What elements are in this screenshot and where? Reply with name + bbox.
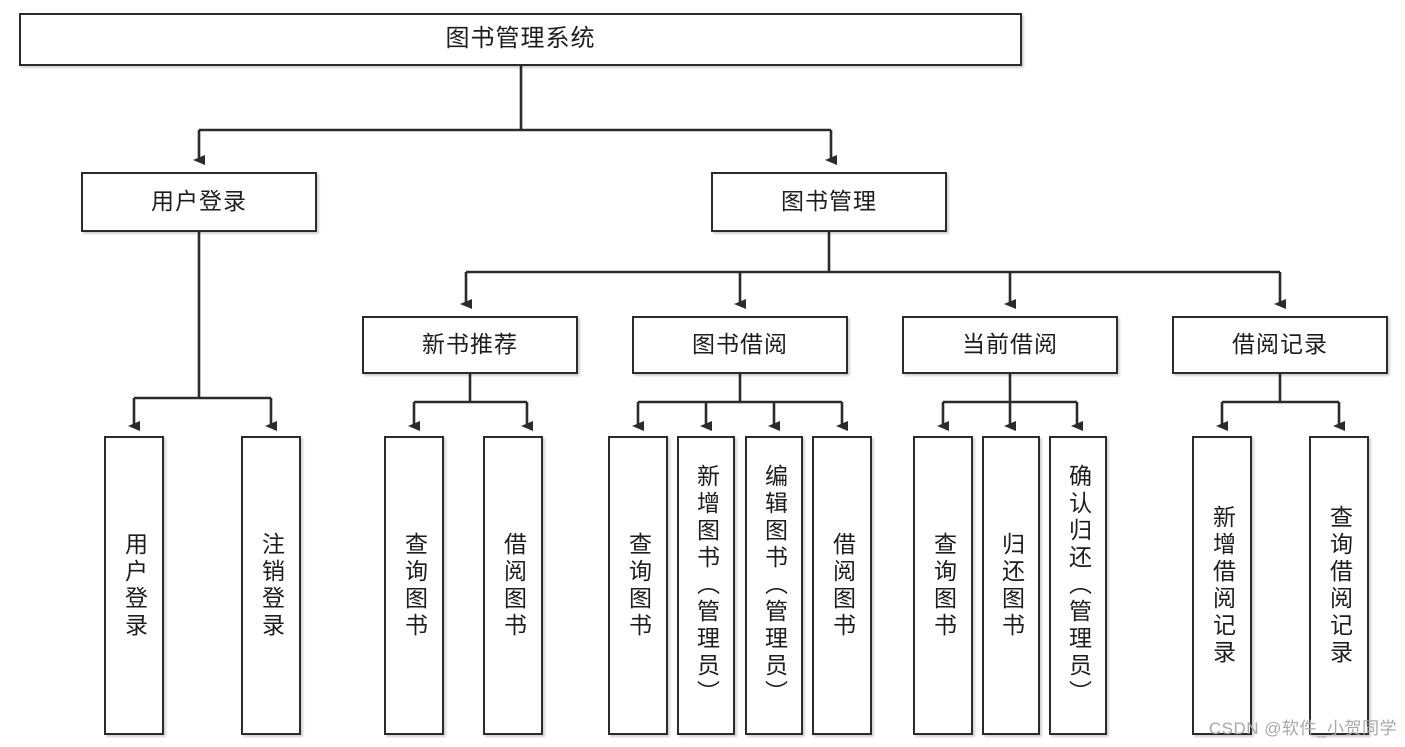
- node-leaf-borrow-book-1[interactable]: 借阅图书: [483, 436, 543, 735]
- node-leaf-confirm-return[interactable]: 确认归还（管理员）: [1049, 436, 1107, 735]
- node-leaf-query-book-1-label: 查询图书: [401, 531, 428, 640]
- node-root-label: 图书管理系统: [445, 25, 596, 53]
- node-book-manage-label: 图书管理: [781, 188, 877, 215]
- node-leaf-query-book-3-label: 查询图书: [930, 531, 957, 640]
- node-borrow-record[interactable]: 借阅记录: [1172, 316, 1388, 374]
- node-new-book-recommend-label: 新书推荐: [422, 331, 518, 358]
- node-new-book-recommend[interactable]: 新书推荐: [362, 316, 578, 374]
- node-root[interactable]: 图书管理系统: [19, 13, 1022, 66]
- node-leaf-logout-label: 注销登录: [258, 531, 285, 640]
- node-leaf-query-book-2-label: 查询图书: [625, 531, 652, 640]
- node-leaf-user-login-label: 用户登录: [121, 531, 148, 640]
- node-leaf-return-book[interactable]: 归还图书: [982, 436, 1040, 735]
- node-leaf-query-book-3[interactable]: 查询图书: [913, 436, 973, 735]
- node-leaf-return-book-label: 归还图书: [998, 531, 1025, 640]
- node-current-borrow-label: 当前借阅: [962, 331, 1058, 358]
- node-leaf-edit-book-label: 编辑图书（管理员）: [761, 464, 788, 707]
- node-leaf-query-record-label: 查询借阅记录: [1326, 504, 1353, 667]
- node-current-borrow[interactable]: 当前借阅: [902, 316, 1118, 374]
- csdn-watermark: CSDN @软件_小贺同学: [1208, 719, 1397, 738]
- node-leaf-add-record[interactable]: 新增借阅记录: [1192, 436, 1252, 735]
- node-book-borrow[interactable]: 图书借阅: [632, 316, 848, 374]
- node-leaf-edit-book[interactable]: 编辑图书（管理员）: [745, 436, 803, 735]
- node-leaf-add-book-label: 新增图书（管理员）: [693, 464, 720, 707]
- node-leaf-add-record-label: 新增借阅记录: [1209, 504, 1236, 667]
- node-borrow-record-label: 借阅记录: [1232, 331, 1328, 358]
- node-leaf-query-book-1[interactable]: 查询图书: [384, 436, 444, 735]
- node-leaf-borrow-book-2[interactable]: 借阅图书: [812, 436, 872, 735]
- node-leaf-query-record[interactable]: 查询借阅记录: [1309, 436, 1369, 735]
- node-book-manage[interactable]: 图书管理: [711, 172, 947, 232]
- node-user-login[interactable]: 用户登录: [81, 172, 317, 232]
- node-leaf-add-book[interactable]: 新增图书（管理员）: [677, 436, 735, 735]
- node-leaf-confirm-return-label: 确认归还（管理员）: [1065, 464, 1092, 707]
- node-leaf-borrow-book-2-label: 借阅图书: [829, 531, 856, 640]
- node-leaf-logout[interactable]: 注销登录: [241, 436, 301, 735]
- node-leaf-query-book-2[interactable]: 查询图书: [608, 436, 668, 735]
- node-user-login-label: 用户登录: [151, 188, 247, 215]
- node-book-borrow-label: 图书借阅: [692, 331, 788, 358]
- node-leaf-user-login[interactable]: 用户登录: [104, 436, 164, 735]
- node-leaf-borrow-book-1-label: 借阅图书: [500, 531, 527, 640]
